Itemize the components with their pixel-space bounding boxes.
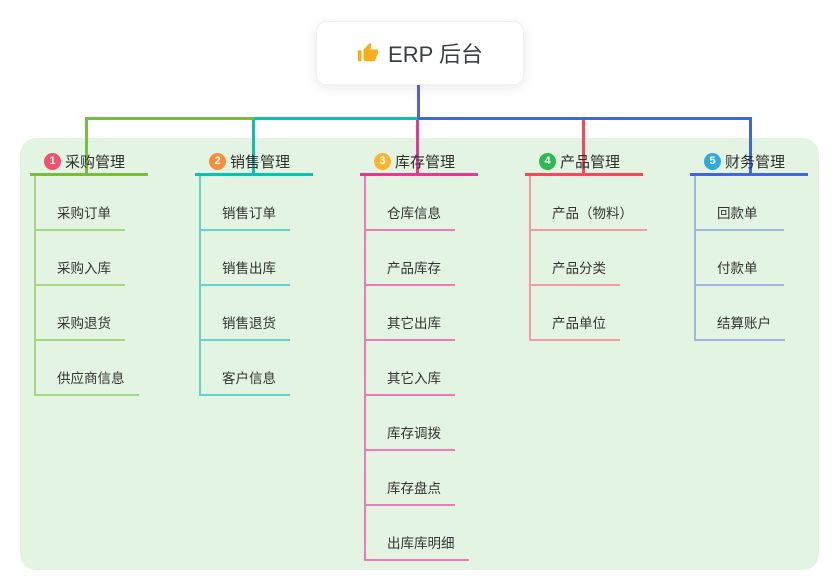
mindmap-panel <box>20 138 819 570</box>
child-node[interactable]: 客户信息 <box>201 341 290 396</box>
child-node[interactable]: 供应商信息 <box>36 341 139 396</box>
branch-number-badge: 4 <box>539 153 556 170</box>
child-node[interactable]: 采购入库 <box>36 231 125 286</box>
child-node[interactable]: 其它出库 <box>366 286 455 341</box>
branch-children: 采购订单采购入库采购退货供应商信息 <box>34 176 148 396</box>
connector-bus-left <box>86 117 254 120</box>
child-node[interactable]: 仓库信息 <box>366 176 455 231</box>
child-node[interactable]: 付款单 <box>696 231 784 286</box>
branch-number-badge: 3 <box>374 153 391 170</box>
branch-label: 销售管理 <box>230 154 291 171</box>
child-node[interactable]: 产品（物料） <box>531 176 647 231</box>
child-node[interactable]: 采购订单 <box>36 176 125 231</box>
child-node[interactable]: 采购退货 <box>36 286 125 341</box>
child-node[interactable]: 产品单位 <box>531 286 620 341</box>
branch-children: 产品（物料）产品分类产品单位 <box>529 176 647 341</box>
connector-bus-mid <box>254 117 418 120</box>
child-node[interactable]: 产品分类 <box>531 231 620 286</box>
child-node[interactable]: 回款单 <box>696 176 784 231</box>
child-node[interactable]: 产品库存 <box>366 231 455 286</box>
branch-label: 采购管理 <box>65 154 126 171</box>
branch-children: 回款单付款单结算账户 <box>694 176 808 341</box>
branch-children: 销售订单销售出库销售退货客户信息 <box>199 176 313 396</box>
child-node[interactable]: 销售退货 <box>201 286 290 341</box>
child-node[interactable]: 销售订单 <box>201 176 290 231</box>
branch-number-badge: 2 <box>209 153 226 170</box>
connector-drop-4 <box>582 117 585 176</box>
connector-drop-3 <box>416 117 419 176</box>
root-node-label: ERP 后台 <box>388 42 483 67</box>
connector-drop-2 <box>252 117 255 176</box>
child-node[interactable]: 出库库明细 <box>366 506 469 561</box>
child-node[interactable]: 销售出库 <box>201 231 290 286</box>
connector-drop-1 <box>85 117 88 176</box>
child-node[interactable]: 库存调拨 <box>366 396 455 451</box>
branch-label: 库存管理 <box>395 154 456 171</box>
branch-number-badge: 5 <box>704 153 721 170</box>
child-node[interactable]: 其它入库 <box>366 341 455 396</box>
connector-drop-5 <box>749 117 752 176</box>
branch-label: 财务管理 <box>725 154 786 171</box>
branch-children: 仓库信息产品库存其它出库其它入库库存调拨库存盘点出库库明细 <box>364 176 478 561</box>
branch-number-badge: 1 <box>44 153 61 170</box>
root-node[interactable]: ERP 后台 <box>316 21 524 85</box>
branch-label: 产品管理 <box>560 154 621 171</box>
thumbs-up-icon <box>357 42 379 62</box>
child-node[interactable]: 库存盘点 <box>366 451 455 506</box>
child-node[interactable]: 结算账户 <box>696 286 785 341</box>
root-connector-line <box>417 83 420 119</box>
connector-bus-right <box>418 117 752 120</box>
